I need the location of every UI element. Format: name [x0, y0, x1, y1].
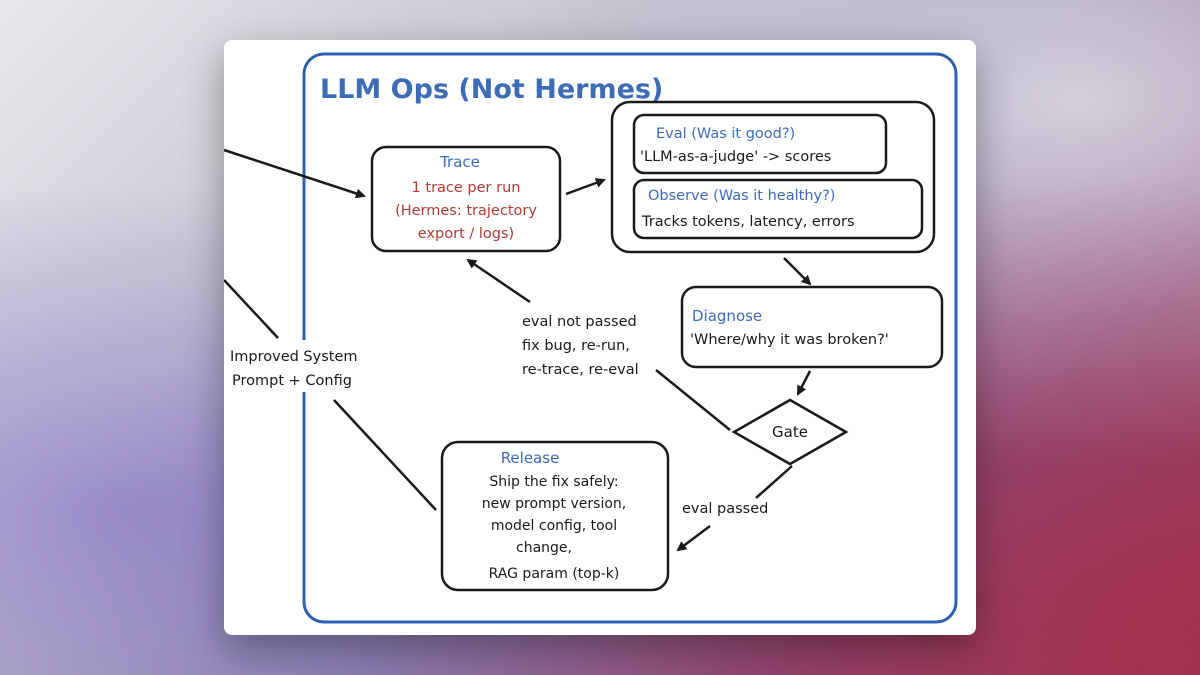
diagnose-to-gate-arrow — [796, 370, 812, 396]
diagram-canvas: LLM Ops (Not Hermes) Trace 1 trace per r… — [224, 52, 958, 624]
trace-line-3: export / logs) — [418, 226, 514, 242]
observe-title: Observe (Was it healthy?) — [648, 188, 835, 204]
diagnose-text: 'Where/why it was broken?' — [690, 332, 889, 348]
left-out-line — [224, 279, 279, 339]
not-passed-arrow — [466, 258, 531, 304]
loop-note: eval not passed fix bug, re-run, re-trac… — [522, 314, 639, 378]
passed-line — [755, 465, 793, 499]
release-line-5: RAG param (top-k) — [489, 566, 620, 582]
trace-box: Trace 1 trace per run (Hermes: trajector… — [370, 145, 562, 253]
gate-label: Gate — [772, 423, 808, 441]
release-title: Release — [501, 449, 560, 467]
improved-line-1: Improved System — [230, 349, 358, 365]
trace-line-1: 1 trace per run — [412, 180, 521, 196]
not-passed-line — [655, 369, 731, 431]
improved-line-2: Prompt + Config — [232, 373, 352, 389]
frame-title: LLM Ops (Not Hermes) — [320, 74, 663, 105]
passed-note: eval passed — [682, 501, 768, 517]
release-box: Release Ship the fix safely: new prompt … — [440, 440, 670, 592]
release-line-1: Ship the fix safely: — [489, 474, 618, 490]
loop-note-line-3: re-trace, re-eval — [522, 362, 639, 378]
eval-box — [632, 113, 888, 175]
improved-note: Improved System Prompt + Config — [226, 340, 386, 392]
eval-observe-group: Eval (Was it good?) 'LLM-as-a-judge' -> … — [610, 100, 936, 254]
trace-line-2: (Hermes: trajectory — [395, 203, 537, 219]
release-line-2: new prompt version, — [482, 496, 626, 512]
release-line-4: change, — [516, 540, 572, 556]
passed-arrow — [676, 525, 711, 552]
diagnose-title: Diagnose — [692, 307, 762, 325]
eval-text: 'LLM-as-a-judge' -> scores — [640, 149, 831, 165]
loop-note-line-1: eval not passed — [522, 314, 637, 330]
release-out-line — [333, 399, 437, 511]
eval-title: Eval (Was it good?) — [656, 126, 795, 142]
ops-frame — [302, 52, 958, 624]
observe-text: Tracks tokens, latency, errors — [641, 214, 855, 230]
trace-to-eval-arrow — [565, 178, 606, 196]
diagram-card: LLM Ops (Not Hermes) Trace 1 trace per r… — [224, 40, 976, 635]
gate-diamond: Gate — [731, 398, 849, 466]
eval-to-diagnose-arrow — [783, 257, 812, 286]
loop-note-line-2: fix bug, re-run, — [522, 338, 630, 354]
incoming-arrow — [224, 148, 366, 199]
observe-box — [632, 178, 924, 240]
trace-title: Trace — [439, 153, 480, 171]
release-line-3: model config, tool — [491, 518, 617, 534]
diagnose-box: Diagnose 'Where/why it was broken?' — [680, 285, 944, 369]
